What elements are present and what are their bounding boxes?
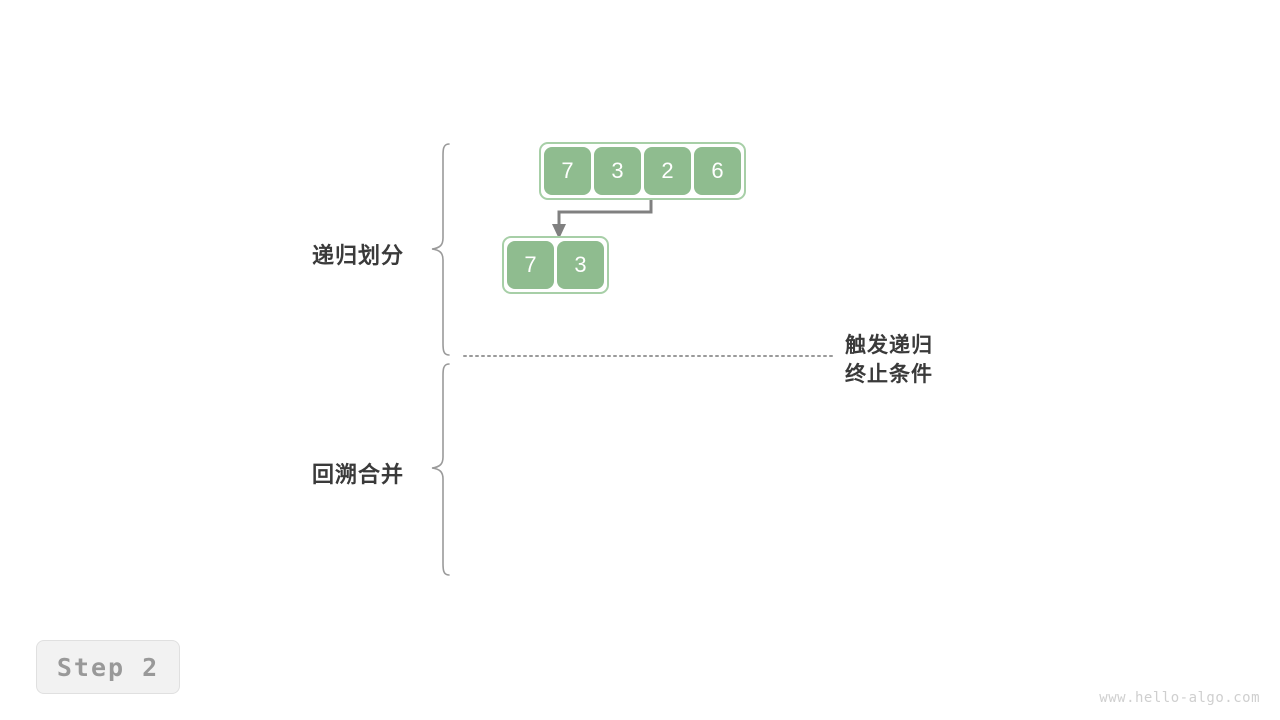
annotation-base-case: 触发递归 终止条件 [845, 331, 933, 389]
array-root: 7 3 2 6 [539, 142, 746, 200]
array-cell: 3 [557, 241, 604, 289]
section-label-backtrack-merge: 回溯合并 [311, 462, 404, 487]
array-cell: 7 [544, 147, 591, 195]
array-left-subarray: 7 3 [502, 236, 609, 294]
step-badge: Step 2 [36, 640, 180, 694]
array-cell: 3 [594, 147, 641, 195]
split-arrow [557, 197, 653, 228]
brace-backtrack-merge [431, 363, 450, 576]
watermark: www.hello-algo.com [1099, 690, 1260, 706]
array-cell: 7 [507, 241, 554, 289]
array-cell: 2 [644, 147, 691, 195]
array-cell: 6 [694, 147, 741, 195]
brace-recursive-divide [431, 143, 450, 356]
annotation-line-1: 触发递归 [845, 334, 933, 357]
annotation-line-2: 终止条件 [845, 363, 933, 386]
section-label-recursive-divide: 递归划分 [311, 243, 404, 268]
